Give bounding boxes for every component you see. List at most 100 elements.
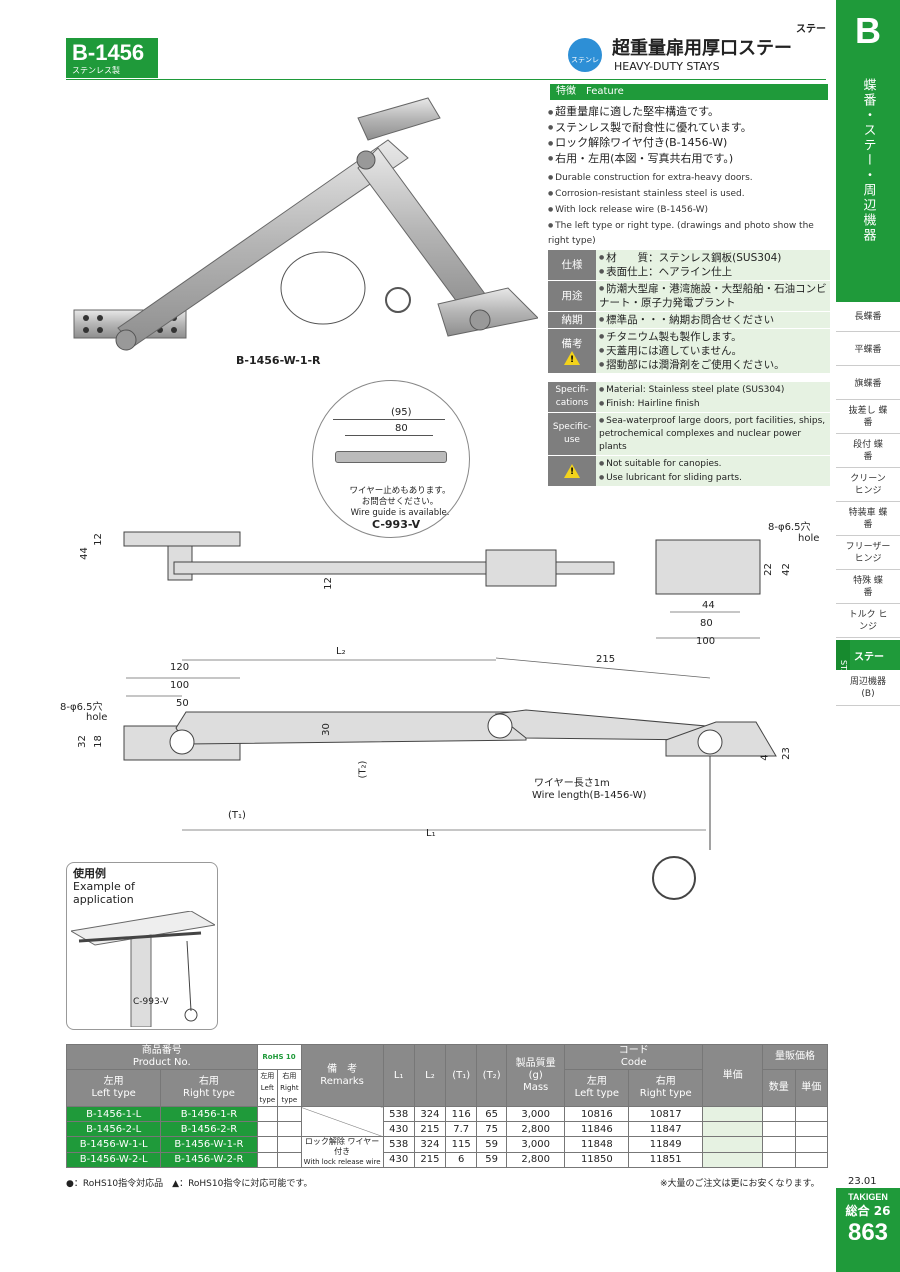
wire-pull-ring (652, 856, 696, 900)
stay-slider (357, 97, 441, 141)
side-item[interactable]: 平蝶番 (836, 334, 900, 366)
wire-guide-detail: (95) 80 (312, 380, 470, 538)
spec-row: 納期 標準品・・・納期お問合せください (548, 312, 830, 329)
title-area: ステー ステンレス 超重量扉用厚口ステー HEAVY-DUTY STAYS (568, 20, 830, 108)
wire-length-jp: ワイヤー長さ1m (534, 778, 610, 789)
stainless-badge: ステンレス (568, 38, 602, 108)
cell-code-left: 10816 (564, 1106, 630, 1122)
feature-list-jp: 超重量扉に適した堅牢構造です。 ステンレス製で耐食性に優れています。 ロック解除… (548, 104, 830, 166)
spec-value: 防潮大型扉・港湾施設・大型船舶・石油コンビナート・原子力発電プラント (596, 281, 830, 311)
spec-label: 用途 (548, 281, 596, 311)
warning-icon: ! (564, 464, 580, 478)
th-text: 左用 (103, 1076, 124, 1087)
cell-mass: 2,800 (505, 1151, 566, 1168)
spec-value-en: Not suitable for canopies.Use lubricant … (596, 456, 830, 486)
feature-item: ステンレス製で耐食性に優れています。 (548, 120, 830, 136)
cell-code-right: 11847 (628, 1121, 704, 1137)
spec-row: 備考! チタニウム製も製作します。天蓋用には適していません。摺動部には潤滑剤をご… (548, 329, 830, 374)
side-item[interactable]: 段付 蝶番 (836, 434, 900, 468)
th-text: コード (618, 1045, 649, 1056)
spec-line: 防潮大型扉・港湾施設・大型船舶・石油コンビナート・原子力発電プラント (599, 282, 827, 310)
feature-list-en: Durable construction for extra-heavy doo… (548, 170, 830, 249)
pivot (487, 713, 513, 739)
dim-12-arm: 12 (322, 577, 334, 590)
cell-right: B-1456-W-2-R (160, 1151, 258, 1168)
th-L2: L₂ (413, 1044, 447, 1107)
spec-table-en: Specifi-cations Material: Stainless stee… (548, 382, 830, 487)
footnote-bulk: ※大量のご注文は更にお安くなります。 (660, 1179, 820, 1189)
cell-L2: 215 (413, 1121, 447, 1137)
th-text: 製品質量 (515, 1057, 556, 1069)
dim-12: 12 (92, 533, 104, 546)
dim-42: 42 (780, 563, 792, 576)
side-item[interactable]: フリーザー ヒンジ (836, 536, 900, 570)
dim-hole-top: 8-φ6.5穴 (768, 522, 811, 533)
wire-guide-part (335, 451, 447, 463)
spec-table-jp: 仕様 材 質：ステンレス鋼板(SUS304)表面仕上：ヘアライン仕上 用途 防潮… (548, 250, 830, 374)
side-item[interactable]: トルク ヒンジ (836, 604, 900, 638)
dim-23: 23 (780, 747, 792, 760)
model-badge: B-1456 ステンレス製 (66, 38, 158, 78)
spec-row-en: Specifi-cations Material: Stainless stee… (548, 382, 830, 413)
th-text: Remarks (320, 1075, 364, 1087)
th-text: Right type (183, 1088, 235, 1099)
spec-line: 摺動部には潤滑剤をご使用ください。 (599, 358, 827, 372)
spec-value-en: Sea-waterproof large doors, port facilit… (596, 413, 830, 455)
dim-18: 18 (92, 735, 104, 748)
th-bulk: 量販価格 (762, 1044, 828, 1070)
side-item[interactable]: 特殊 蝶番 (836, 570, 900, 604)
spec-line: 天蓋用には適していません。 (599, 344, 827, 358)
wire-note-line: Wire guide is available. (350, 508, 450, 518)
dim-L2: L₂ (336, 646, 346, 657)
photo-caption: B-1456-W-1-R (236, 354, 321, 367)
cell-code-right: 11851 (628, 1151, 704, 1168)
door-bracket (437, 287, 538, 337)
side-item[interactable]: 特装車 蝶番 (836, 502, 900, 536)
technical-drawing (123, 531, 777, 850)
side-item[interactable]: 旗蝶番 (836, 368, 900, 400)
cell-L2: 215 (413, 1151, 447, 1168)
section-title-text: 蝶番・ステー・周辺機器 (860, 78, 876, 243)
side-item[interactable]: 長蝶番 (836, 302, 900, 332)
side-item-periph[interactable]: 周辺機器 (B) (836, 670, 900, 706)
dim-32: 32 (76, 735, 88, 748)
cell-right: B-1456-1-R (160, 1106, 258, 1122)
model-code: B-1456 (72, 40, 145, 65)
example-title-en: application (73, 893, 134, 906)
th-text: 右用 (655, 1076, 676, 1087)
feature-item: 超重量扉に適した堅牢構造です。 (548, 104, 830, 120)
wire-length-en: Wire length(B-1456-W) (532, 790, 647, 801)
spec-value: 標準品・・・納期お問合せください (596, 312, 830, 328)
th-text: 備 考 (327, 1063, 358, 1075)
th-text: 左用 (586, 1076, 607, 1087)
spec-row-en: Specific-use Sea-waterproof large doors,… (548, 413, 830, 456)
spec-label: 納期 (548, 312, 596, 328)
feature-item-en: Durable construction for extra-heavy doo… (548, 170, 830, 186)
side-item[interactable]: クリーン ヒンジ (836, 468, 900, 502)
side-item[interactable]: 抜差し 蝶番 (836, 400, 900, 434)
spec-label-en: Specifi-cations (548, 382, 596, 412)
th-text: (g) (528, 1069, 543, 1081)
dim-22: 22 (762, 563, 774, 576)
example-code: C-993-V (133, 997, 169, 1007)
dim-215: 215 (596, 654, 616, 665)
cell-L1: 430 (382, 1121, 415, 1137)
dim-95: (95) (391, 407, 412, 418)
example-title-jp: 使用例 (73, 867, 106, 880)
th-text: Code (620, 1057, 647, 1068)
cell-T2: 65 (476, 1106, 507, 1122)
model-material: ステンレス製 (72, 66, 120, 75)
feature-item-en: The left type or right type. (drawings a… (548, 218, 830, 249)
top-view-plate (123, 531, 241, 547)
side-view-arm-short (494, 709, 707, 741)
spec-line-en: Finish: Hairline finish (599, 397, 827, 411)
cell-remarks-empty (300, 1106, 384, 1137)
stay-arm-short (357, 147, 489, 315)
dim-hole-side: 8-φ6.5穴 (60, 702, 103, 713)
cell-code-right: 10817 (628, 1106, 704, 1122)
dim-hole-side-en: hole (86, 712, 108, 723)
spec-line-en: Not suitable for canopies. (599, 457, 827, 471)
feature-header-jp: 特徴 (556, 86, 576, 97)
spec-line: チタニウム製も製作します。 (599, 330, 827, 344)
